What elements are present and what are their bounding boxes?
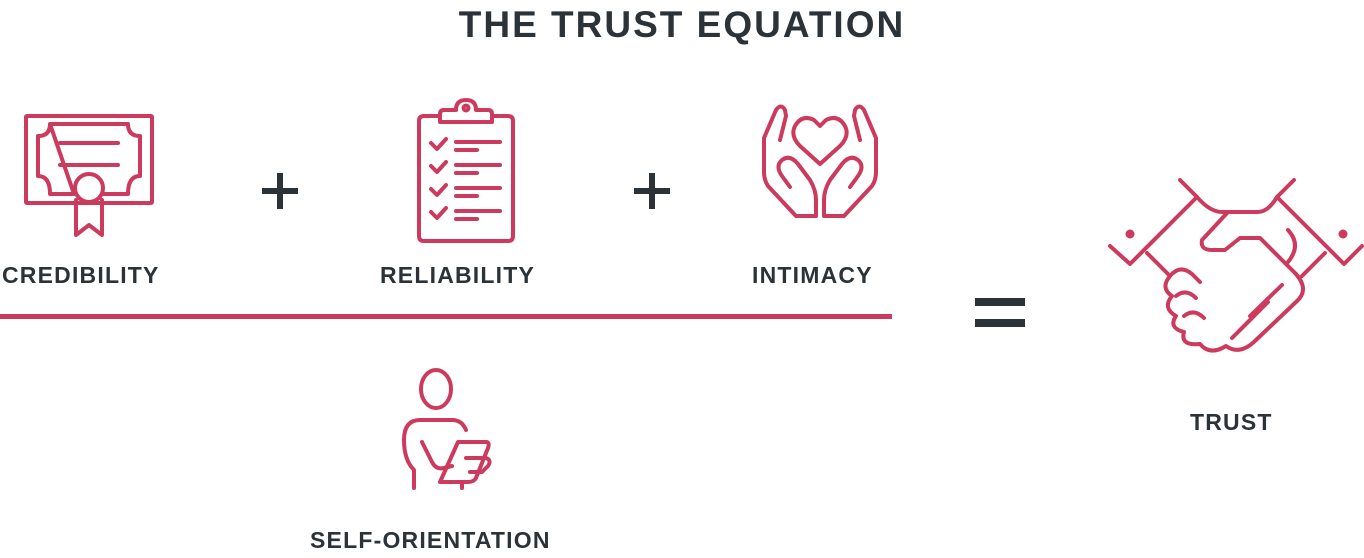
trust-label: TRUST	[1190, 409, 1273, 435]
intimacy-label: INTIMACY	[752, 262, 873, 288]
equals-operator	[975, 298, 1025, 306]
credibility-label: CREDIBILITY	[2, 262, 160, 288]
fraction-divider	[0, 314, 892, 319]
self-orientation-label: SELF-ORIENTATION	[310, 527, 551, 553]
plus-operator-1-vertical	[277, 173, 283, 209]
reliability-label: RELIABILITY	[380, 262, 536, 288]
plus-operator-2-vertical	[649, 173, 655, 209]
equals-operator-lower	[975, 319, 1025, 327]
page-title: THE TRUST EQUATION	[458, 4, 906, 45]
